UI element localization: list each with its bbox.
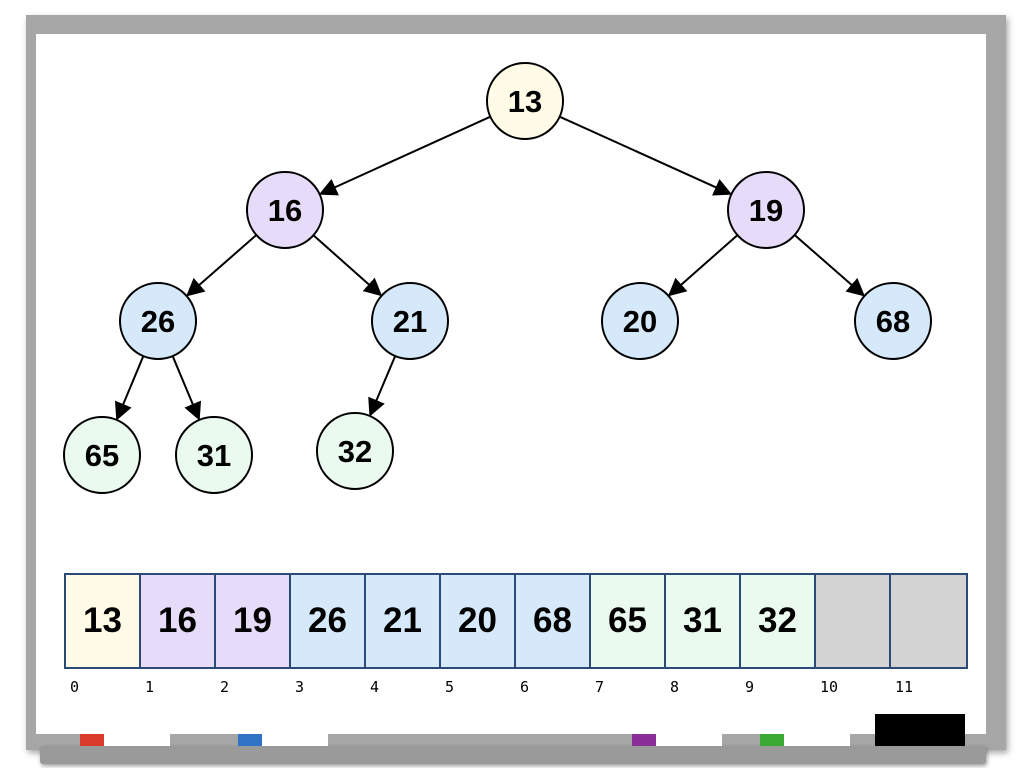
edge-arrow — [793, 234, 865, 297]
tree-node-circle — [727, 171, 805, 249]
array-cell: 19 — [216, 575, 291, 667]
tree-node-value: 21 — [393, 304, 427, 339]
array-cell: 20 — [441, 575, 516, 667]
array-index-label: 3 — [295, 678, 305, 696]
tree-node-value: 65 — [85, 438, 119, 473]
tree-node-circle — [316, 412, 394, 490]
eraser[interactable] — [875, 714, 965, 746]
tree-node: 68 — [854, 282, 932, 360]
green-marker-cap — [760, 734, 784, 746]
purple-marker-cap — [632, 734, 656, 746]
tree-node: 65 — [63, 416, 141, 494]
array-index-label: 10 — [820, 678, 839, 696]
green-marker-body — [784, 734, 850, 746]
edge-arrow — [318, 115, 491, 196]
array-index-label: 4 — [370, 678, 380, 696]
tree-node-circle — [63, 416, 141, 494]
edge-arrow — [667, 234, 739, 297]
tree-node: 13 — [486, 62, 564, 140]
tree-node-circle — [486, 62, 564, 140]
array-cell: 13 — [66, 575, 141, 667]
array-cell-empty — [816, 575, 891, 667]
tree-node-circle — [854, 282, 932, 360]
array-cell: 26 — [291, 575, 366, 667]
array-index-label: 0 — [70, 678, 80, 696]
array-cell: 32 — [741, 575, 816, 667]
tree-node: 19 — [727, 171, 805, 249]
array-index-label: 7 — [595, 678, 605, 696]
array-cell: 16 — [141, 575, 216, 667]
array-index-label: 1 — [145, 678, 155, 696]
tree-node-value: 68 — [876, 304, 910, 339]
blue-marker-body — [262, 734, 328, 746]
red-marker-body — [104, 734, 170, 746]
tree-node-circle — [371, 282, 449, 360]
blue-marker-cap — [238, 734, 262, 746]
edge-arrow — [559, 115, 733, 196]
array-index-label: 9 — [745, 678, 755, 696]
array-cell-empty — [891, 575, 966, 667]
array-index-label: 6 — [520, 678, 530, 696]
red-marker-cap — [80, 734, 104, 746]
tree-node-circle — [246, 171, 324, 249]
tree-node-value: 16 — [268, 193, 302, 228]
array-index-label: 5 — [445, 678, 455, 696]
tree-nodes: 13 16 19 26 21 20 68 65 31 32 — [63, 62, 932, 494]
edge-arrow — [312, 234, 383, 297]
edge-arrow — [186, 234, 258, 297]
array-index-label: 2 — [220, 678, 230, 696]
array-index-label: 8 — [670, 678, 680, 696]
tree-node: 16 — [246, 171, 324, 249]
tree-node-value: 19 — [749, 193, 783, 228]
tree-node-value: 26 — [141, 304, 175, 339]
tree-node: 21 — [371, 282, 449, 360]
array-index-label: 11 — [895, 678, 914, 696]
edge-arrow — [368, 355, 397, 417]
tree-node-circle — [601, 282, 679, 360]
tree-node-circle — [119, 282, 197, 360]
tree-node: 20 — [601, 282, 679, 360]
tree-edges — [114, 115, 865, 421]
marker-tray — [40, 746, 986, 764]
purple-marker-body — [656, 734, 722, 746]
array-cell: 65 — [591, 575, 666, 667]
array-cell: 31 — [666, 575, 741, 667]
array-cell: 21 — [366, 575, 441, 667]
tree-node-value: 31 — [197, 438, 231, 473]
tree-node: 26 — [119, 282, 197, 360]
array-cell: 68 — [516, 575, 591, 667]
tree-node-value: 20 — [623, 304, 657, 339]
tree-node: 32 — [316, 412, 394, 490]
tree-node-value: 13 — [508, 84, 542, 119]
tree-node: 31 — [175, 416, 253, 494]
edge-arrow — [171, 355, 202, 421]
tree-node-value: 32 — [338, 434, 372, 469]
edge-arrow — [114, 355, 145, 421]
tree-node-circle — [175, 416, 253, 494]
